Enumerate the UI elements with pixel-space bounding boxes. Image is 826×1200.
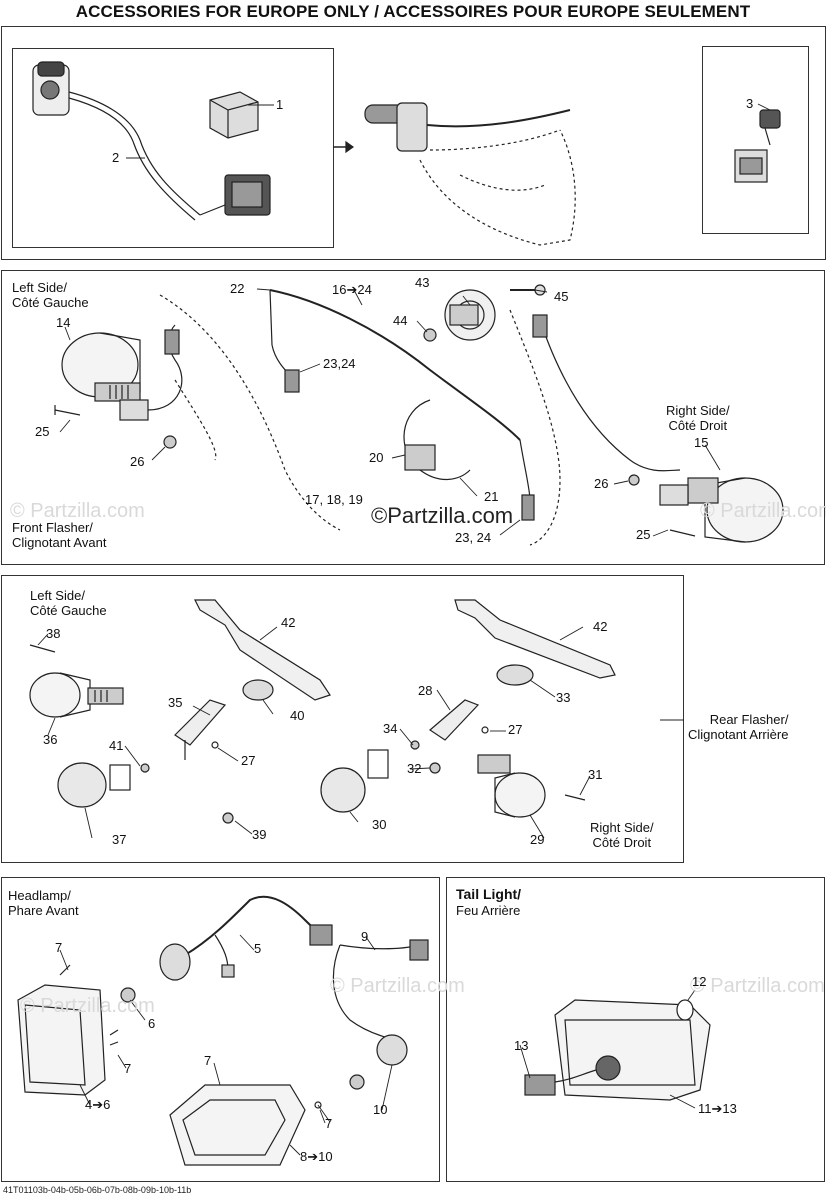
callout-1: 1 <box>276 97 284 112</box>
callout-43: 43 <box>415 275 430 290</box>
grip-switch-drawing <box>364 102 571 152</box>
headlamp-right-drawing <box>169 939 429 1166</box>
panel-headlamp <box>1 877 440 1182</box>
callout-29: 29 <box>530 832 545 847</box>
panel-switch-inset <box>12 48 334 248</box>
panel-tail-light <box>446 877 825 1182</box>
front-harness-drawing <box>159 289 535 531</box>
callout-16-24: 16➔24 <box>332 282 372 297</box>
page-title: ACCESSORIES FOR EUROPE ONLY / ACCESSOIRE… <box>75 2 751 21</box>
panel-rear-flasher <box>1 575 684 863</box>
callout-12: 12 <box>692 974 707 989</box>
callout-7: 7 <box>204 1053 212 1068</box>
watermark: © Partzilla.com <box>330 975 465 997</box>
headlamp-harness-drawing <box>159 895 333 981</box>
callout-10: 10 <box>373 1102 388 1117</box>
callout-25: 25 <box>35 424 50 439</box>
tail-light-title: Tail Light/ <box>456 886 522 902</box>
relay-drawing <box>209 91 259 139</box>
front-left-side-label: Left Side/ Côté Gauche <box>12 280 89 310</box>
rear-flasher-label: Rear Flasher/ Clignotant Arrière <box>688 712 789 742</box>
callout-14: 14 <box>56 315 71 330</box>
callout-23-24: 23, 24 <box>455 530 492 545</box>
callout-7: 7 <box>124 1061 132 1076</box>
callout-8-10: 8➔10 <box>300 1149 333 1164</box>
callout-22: 22 <box>230 281 245 296</box>
key-switch-drawing <box>734 109 781 183</box>
callout-15: 15 <box>694 435 709 450</box>
callout-27: 27 <box>241 753 256 768</box>
callout-42: 42 <box>593 619 608 634</box>
callout-9: 9 <box>361 929 369 944</box>
callout-23-24: 23,24 <box>323 356 356 371</box>
rear-left-side-label: Left Side/ Côté Gauche <box>30 588 107 618</box>
callout-25: 25 <box>636 527 651 542</box>
tail-light-drawing <box>524 999 711 1101</box>
callout-17-19: 17, 18, 19 <box>305 492 363 507</box>
callout-41: 41 <box>109 738 124 753</box>
callout-27: 27 <box>508 722 523 737</box>
front-right-side-label: Right Side/ Côté Droit <box>666 403 730 433</box>
callout-35: 35 <box>168 695 183 710</box>
tail-light-subtitle: Feu Arrière <box>456 903 521 918</box>
callout-31: 31 <box>588 767 603 782</box>
headlamp-left-drawing <box>17 964 136 1096</box>
watermark: © Partzilla.com <box>20 995 155 1017</box>
callout-20: 20 <box>369 450 384 465</box>
watermark-main: ©Partzilla.com <box>371 503 514 528</box>
callout-30: 30 <box>372 817 387 832</box>
callout-32: 32 <box>407 761 422 776</box>
panel-key-inset <box>702 46 809 234</box>
callout-26: 26 <box>594 476 609 491</box>
callout-28: 28 <box>418 683 433 698</box>
callout-6: 6 <box>148 1016 156 1031</box>
handlebar-switch-drawing <box>32 61 201 221</box>
callout-26: 26 <box>130 454 145 469</box>
callout-21: 21 <box>484 489 499 504</box>
callout-4-6: 4➔6 <box>85 1097 111 1112</box>
callout-7: 7 <box>325 1116 333 1131</box>
horn-drawing <box>423 284 546 342</box>
harness-connector-drawing <box>199 174 271 216</box>
callout-leaders <box>37 103 771 1156</box>
watermark: © Partzilla.com <box>10 500 145 522</box>
callout-13: 13 <box>514 1038 529 1053</box>
callout-3: 3 <box>746 96 754 111</box>
callout-42: 42 <box>281 615 296 630</box>
rear-right-side-label: Right Side/ Côté Droit <box>590 820 654 850</box>
rear-right-flasher-drawing <box>320 749 586 818</box>
rear-left-bracket-drawing <box>174 599 331 824</box>
front-right-flasher-drawing <box>509 309 784 546</box>
callout-5: 5 <box>254 941 262 956</box>
callout-45: 45 <box>554 289 569 304</box>
callout-34: 34 <box>383 721 398 736</box>
drawing-code: 41T01103b-04b-05b-06b-07b-08b-09b-10b-11… <box>3 1185 192 1195</box>
watermark: © Partzilla.com <box>700 500 826 522</box>
rear-left-flasher-drawing <box>29 644 150 808</box>
callout-40: 40 <box>290 708 305 723</box>
front-left-flasher-drawing <box>54 324 217 461</box>
callout-38: 38 <box>46 626 61 641</box>
front-flasher-label: Front Flasher/ Clignotant Avant <box>12 520 107 550</box>
callout-11-13: 11➔13 <box>698 1101 737 1116</box>
callout-36: 36 <box>43 732 58 747</box>
callout-37: 37 <box>112 832 127 847</box>
callout-7: 7 <box>55 940 63 955</box>
callout-33: 33 <box>556 690 571 705</box>
callout-39: 39 <box>252 827 267 842</box>
panel-front-flasher <box>1 270 825 565</box>
headlamp-label: Headlamp/ Phare Avant <box>8 888 79 918</box>
watermark: © Partzilla.com <box>690 975 825 997</box>
rear-right-bracket-drawing <box>410 599 616 774</box>
callout-2: 2 <box>112 150 120 165</box>
callout-44: 44 <box>393 313 408 328</box>
vehicle-handlebar-drawing <box>419 129 576 246</box>
